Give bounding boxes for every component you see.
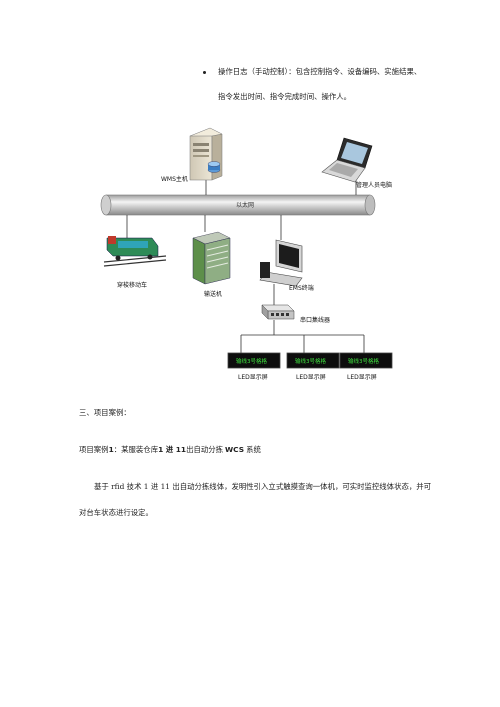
- case-title-spec: 1 进 11: [158, 445, 187, 454]
- led-label-1: LED显示屏: [238, 374, 268, 381]
- led-panel-2: 输线3号格格: [286, 352, 340, 369]
- ems-terminal-label: EMS终端: [289, 284, 314, 292]
- shuttle-label: 穿梭移动车: [117, 281, 147, 289]
- section-heading: 三、项目案例：: [79, 408, 131, 417]
- serial-hub-label: 串口集线器: [300, 316, 330, 324]
- manager-pc-label: 管理人员电脑: [356, 181, 392, 189]
- led-panel-3: 输线3号格格: [339, 352, 393, 369]
- led-panel-1: 输线3号格格: [227, 352, 281, 369]
- terminal-icon: [259, 239, 303, 287]
- case-title-prefix: 项目案例: [79, 445, 109, 454]
- case-title-wcs: WCS: [225, 445, 245, 454]
- ethernet-label: 以太网: [236, 201, 254, 209]
- led-panel-2-text: 输线3号格格: [295, 357, 326, 365]
- shuttle-car-icon: [103, 236, 167, 267]
- body-line1: 基于 rfid 技术 1 进 11 出自动分拣线体，发明性引入立式触摸查询一体机…: [94, 482, 432, 491]
- serial-hub-icon: [261, 304, 295, 320]
- laptop-icon: [321, 137, 373, 183]
- server-icon: [189, 127, 223, 181]
- led-panel-1-text: 输线3号格格: [236, 357, 267, 365]
- conveyor-label: 输送机: [204, 290, 222, 298]
- led-label-2: LED显示屏: [296, 374, 326, 381]
- conveyor-icon: [192, 231, 231, 285]
- case-title-mid: ：某服装仓库: [113, 445, 159, 454]
- led-label-3: LED显示屏: [347, 374, 377, 381]
- ethernet-backbone: [100, 194, 376, 216]
- wms-host-label: WMS主机: [161, 175, 188, 183]
- case-title-num: 1: [108, 445, 114, 454]
- bullet-text-line2: 指令发出时间、指令完成时间、操作人。: [218, 92, 352, 101]
- bullet-text-line1: 操作日志（手动控制）：包含控制指令、设备编码、实施结果、: [218, 67, 422, 76]
- bullet-dot: [203, 71, 206, 74]
- body-line2: 对台车状态进行设定。: [79, 508, 153, 517]
- case-title-rest: 出自动分拣: [186, 445, 224, 454]
- case-title-end: 系统: [246, 445, 261, 454]
- led-panel-3-text: 输线3号格格: [348, 357, 379, 365]
